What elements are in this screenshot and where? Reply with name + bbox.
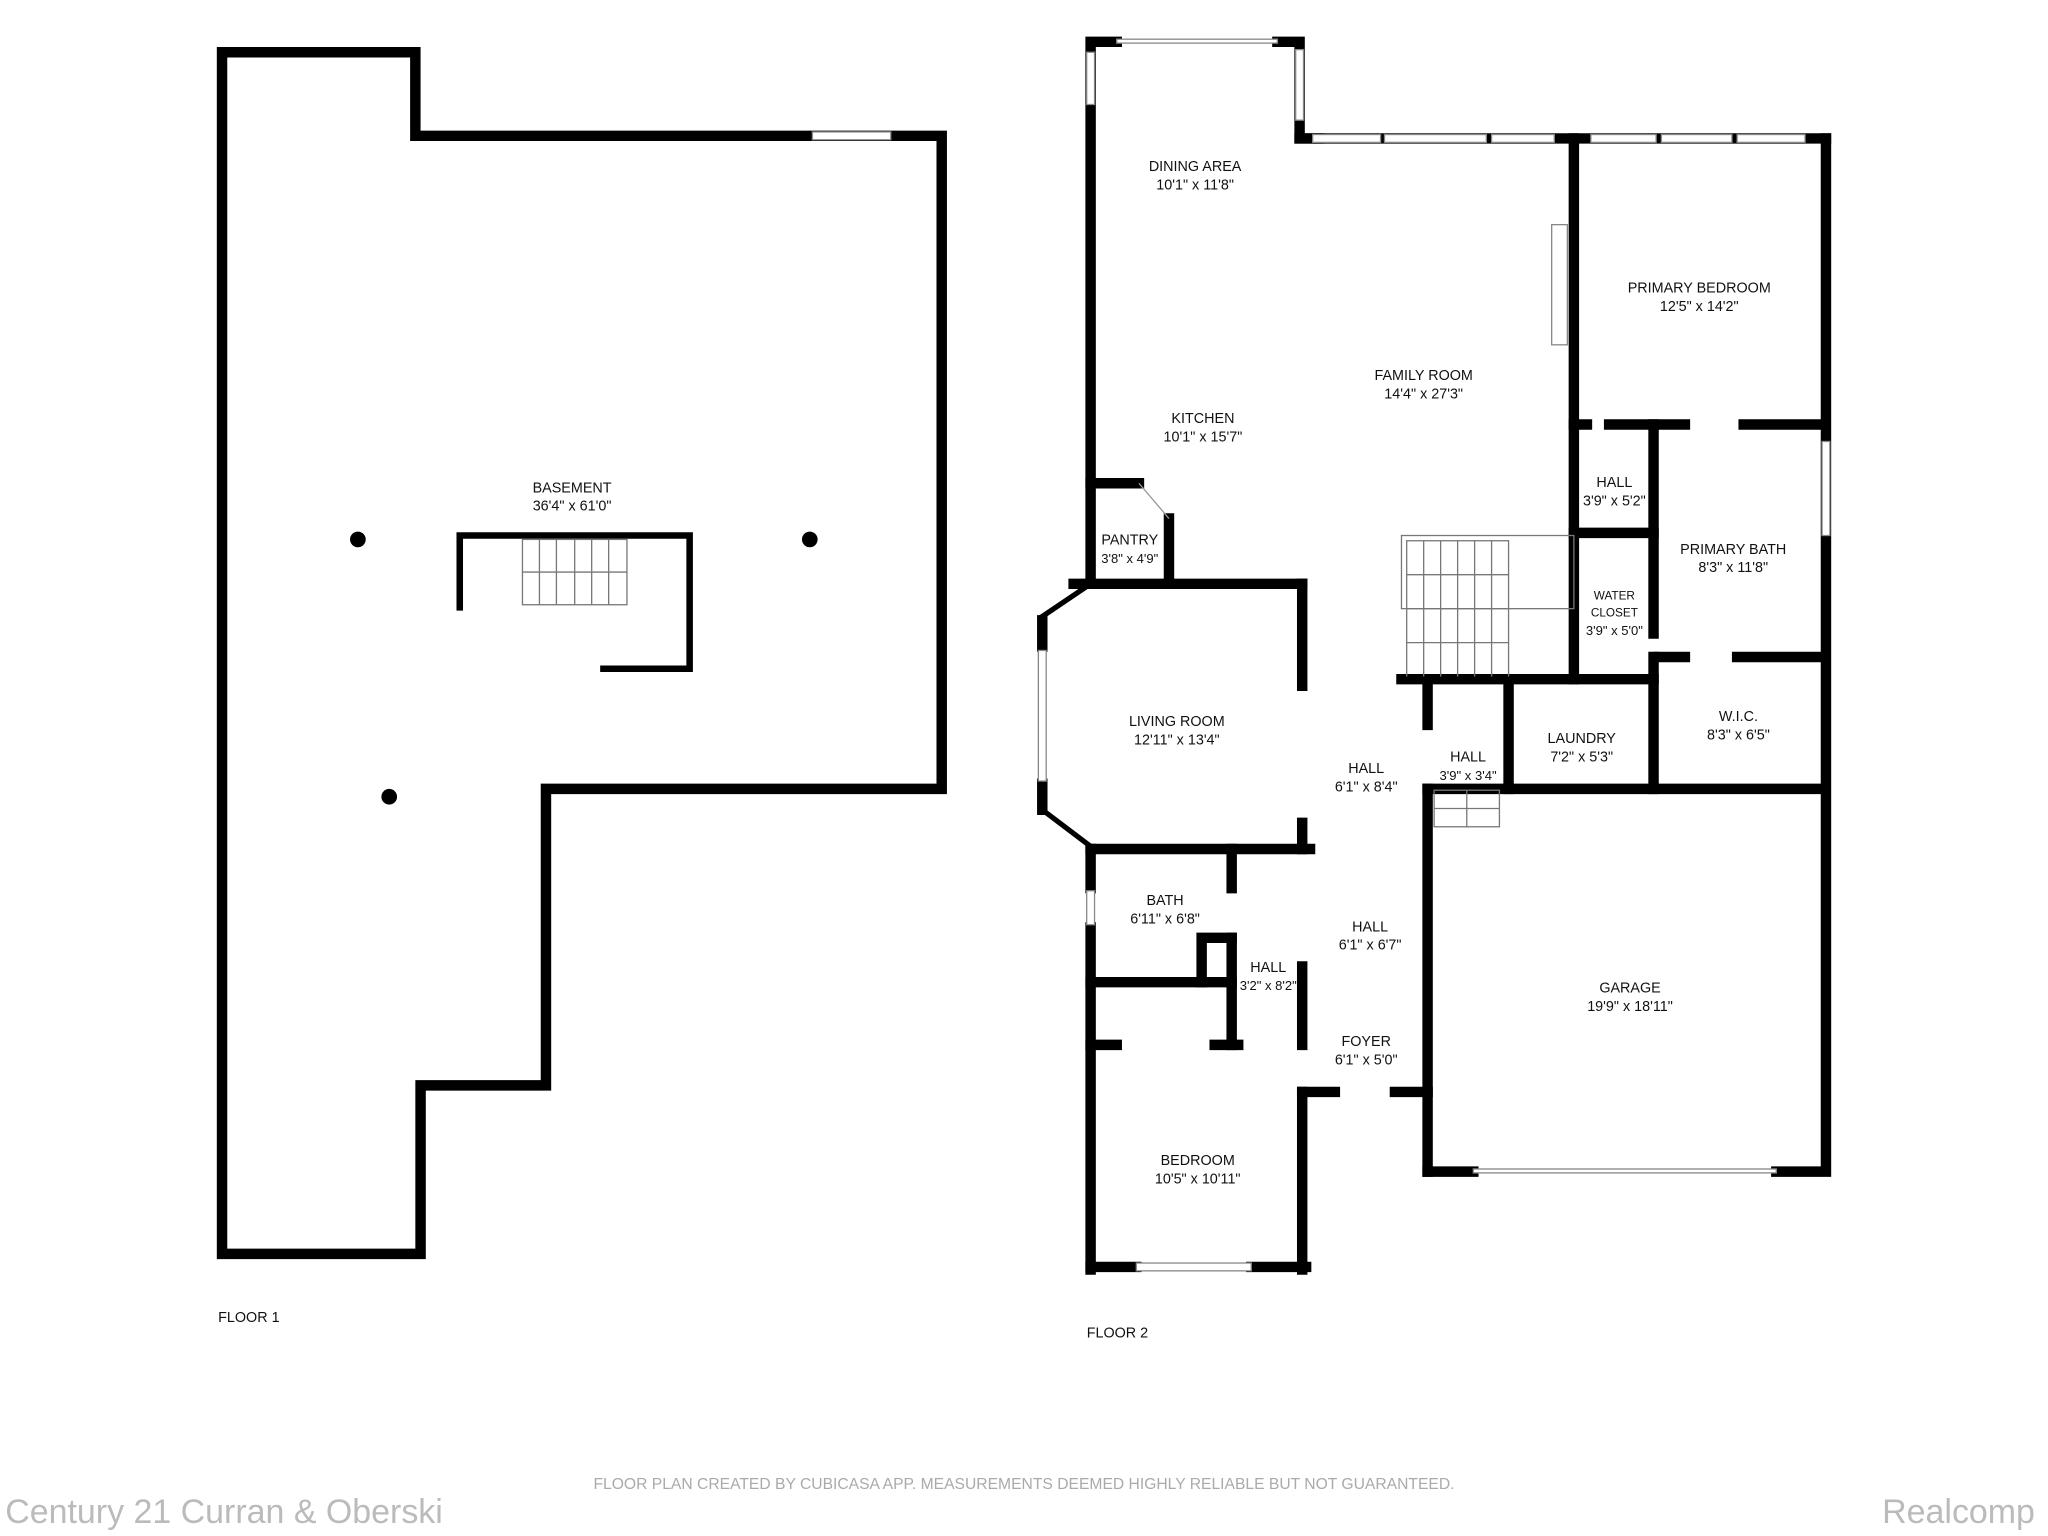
room-name: W.I.C. (1719, 709, 1758, 725)
room-name: HALL (1250, 960, 1286, 976)
room-name: BEDROOM (1161, 1153, 1235, 1169)
room-size: 19'9" x 18'11" (1587, 999, 1673, 1015)
room-name: FOYER (1341, 1034, 1390, 1050)
room-name: DINING AREA (1149, 159, 1242, 175)
fireplace (1551, 224, 1568, 346)
window (811, 131, 892, 141)
room-name: KITCHEN (1171, 411, 1234, 427)
room-name: FAMILY ROOM (1374, 368, 1472, 384)
floor-2-walls (1037, 36, 1832, 1275)
room-size: 36'4" x 61'0" (533, 499, 612, 515)
room-name: HALL (1352, 919, 1388, 935)
disclaimer: FLOOR PLAN CREATED BY CUBICASA APP. MEAS… (593, 1476, 1454, 1493)
room-size: 3'9" x 5'2" (1583, 493, 1646, 509)
room-size: 6'11" x 6'8" (1130, 911, 1200, 927)
floor-label: FLOOR 2 (1087, 1325, 1148, 1341)
room-size: 12'5" x 14'2" (1660, 299, 1739, 315)
room-name: LIVING ROOM (1129, 714, 1225, 730)
room-name: LAUNDRY (1548, 731, 1617, 747)
floor-1-plan: BASEMENT 36'4" x 61'0" FLOOR 1 (216, 47, 947, 1326)
room-size: 8'3" x 6'5" (1707, 727, 1770, 743)
basement-walls (216, 47, 947, 1260)
room-size: 12'11" x 13'4" (1134, 732, 1220, 748)
floor-label: FLOOR 1 (218, 1310, 279, 1326)
room-name: HALL (1348, 761, 1384, 777)
windows (1037, 38, 1831, 1272)
floor-2-plan: DINING AREA 10'1" x 11'8" FAMILY ROOM 14… (1037, 36, 1832, 1341)
room-size: 3'9" x 3'4" (1440, 768, 1497, 783)
floor-2-stairs (1400, 534, 1575, 828)
room-size: 6'1" x 8'4" (1335, 780, 1398, 796)
room-name-line2: CLOSET (1591, 606, 1638, 619)
room-size: 10'1" x 11'8" (1156, 177, 1234, 193)
room-size: 3'8" x 4'9" (1101, 551, 1158, 566)
watermark-left: Century 21 Curran & Oberski (5, 1493, 443, 1531)
room-name: GARAGE (1599, 981, 1660, 997)
watermark-right: Realcomp (1882, 1493, 2035, 1531)
room-name: BATH (1146, 893, 1183, 909)
room-name: PANTRY (1101, 533, 1158, 549)
stair-walls (456, 532, 693, 672)
room-size: 10'1" x 15'7" (1164, 429, 1243, 445)
column (350, 531, 366, 548)
room-size: 6'1" x 6'7" (1339, 938, 1402, 954)
column (381, 788, 398, 805)
room-name: WATER (1594, 590, 1635, 603)
room-name: HALL (1596, 475, 1632, 491)
room-size: 3'2" x 8'2" (1240, 978, 1297, 993)
room-size: 8'3" x 11'8" (1698, 560, 1768, 576)
living-room-bay (1038, 482, 1170, 851)
room-name: PRIMARY BATH (1680, 542, 1786, 558)
room-name: HALL (1450, 749, 1486, 765)
basement-stairs (521, 538, 628, 606)
room-size: 3'9" x 5'0" (1586, 623, 1643, 638)
room-size: 6'1" x 5'0" (1335, 1052, 1398, 1068)
room-size: 10'5" x 10'11" (1155, 1171, 1241, 1187)
column (801, 531, 818, 548)
room-size: 14'4" x 27'3" (1384, 386, 1463, 402)
room-name: BASEMENT (533, 480, 612, 496)
room-name: PRIMARY BEDROOM (1628, 281, 1771, 297)
room-size: 7'2" x 5'3" (1550, 749, 1613, 765)
